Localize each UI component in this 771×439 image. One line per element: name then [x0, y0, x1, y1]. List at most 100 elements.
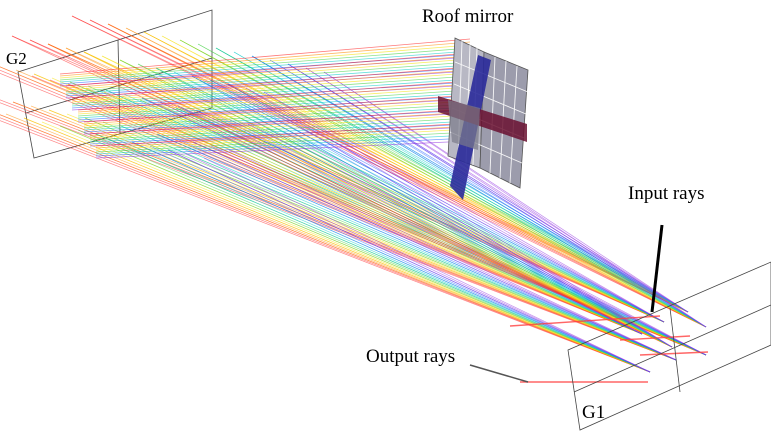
ray-segment — [173, 71, 673, 348]
ray-segment — [65, 47, 665, 323]
ray-segment — [0, 117, 651, 373]
ray-segment — [89, 114, 471, 139]
ray-segment — [95, 128, 471, 151]
ray-segment — [89, 111, 471, 137]
grating-g1-outline — [567, 261, 771, 431]
ray-segment — [179, 39, 689, 313]
ray-segment — [83, 109, 471, 133]
ray-segment — [120, 125, 677, 361]
ray-segment — [83, 94, 471, 123]
ray-segment — [95, 131, 471, 153]
ray-segment — [33, 73, 643, 335]
ray-segment — [0, 120, 651, 373]
ray-segment — [77, 86, 471, 115]
ray-segment — [119, 59, 673, 348]
ray-segment — [15, 69, 643, 335]
ray-segment — [287, 63, 707, 328]
ray-segment — [65, 64, 471, 95]
g2-label: G2 — [6, 49, 27, 68]
ray-segment — [77, 95, 471, 121]
ray-segment — [149, 145, 651, 373]
ray-segment — [83, 100, 471, 127]
ray-segment — [83, 51, 665, 323]
roof-mirror-dark-face — [448, 100, 480, 150]
ray-segment — [156, 133, 677, 361]
ray-segment — [211, 115, 707, 356]
ray-segment — [113, 137, 651, 373]
ray-segment — [65, 58, 471, 91]
ray-segment — [89, 108, 471, 135]
roof-mirror-label: Roof mirror — [422, 6, 514, 27]
ray-segment — [185, 153, 651, 373]
ray-segment — [71, 15, 707, 328]
ray-segment — [83, 106, 471, 131]
grating-g2-divider — [117, 39, 121, 135]
ray-segment — [71, 69, 471, 101]
ray-segment — [229, 119, 707, 356]
ray-segment — [29, 39, 673, 348]
ray-segment — [95, 134, 471, 155]
ray-segment — [71, 75, 471, 105]
ray-segment — [245, 87, 673, 348]
ray-segment — [155, 67, 673, 348]
ray-segment — [167, 149, 651, 373]
ray-segment — [41, 121, 651, 373]
ray-segment — [639, 351, 709, 356]
ray-segment — [251, 55, 707, 328]
ray-segment — [305, 67, 689, 313]
roof-mirror — [438, 37, 529, 200]
ray-segment — [77, 80, 471, 111]
ray-segment — [84, 117, 677, 361]
ray-segment — [65, 47, 673, 348]
output-rays-pointer — [469, 364, 529, 383]
ray-segment — [102, 121, 677, 361]
ray-segment — [23, 117, 651, 373]
ray-segment — [83, 103, 471, 129]
ray-segment — [59, 53, 471, 85]
ray-segment — [95, 122, 471, 147]
grating-g1-divider — [669, 307, 681, 393]
ray-segment — [77, 92, 471, 119]
ray-bundles — [0, 15, 709, 383]
ray-segment — [65, 61, 471, 93]
ray-segment — [59, 125, 651, 373]
ray-segment — [11, 35, 665, 323]
ray-segment — [138, 129, 677, 361]
ray-segment — [77, 83, 471, 113]
ray-segment — [89, 117, 471, 141]
ray-segment — [251, 55, 689, 313]
ray-segment — [95, 133, 651, 373]
ray-segment — [203, 157, 651, 373]
ray-segment — [59, 50, 471, 83]
ray-segment — [65, 67, 471, 97]
grating-g1 — [567, 261, 771, 431]
ray-segment — [59, 38, 471, 75]
ray-segment — [51, 77, 643, 335]
ray-segment — [65, 52, 471, 87]
ray-segment — [119, 59, 665, 323]
ray-segment — [161, 35, 707, 328]
ray-segment — [71, 66, 471, 99]
ray-segment — [77, 89, 471, 117]
ray-segment — [227, 83, 665, 323]
ray-segment — [509, 315, 661, 327]
ray-segment — [305, 67, 707, 328]
ray-segment — [71, 72, 471, 103]
input-rays-pointer — [650, 224, 664, 313]
annotations — [469, 224, 664, 383]
ray-segment — [192, 141, 677, 361]
ray-segment — [59, 44, 471, 79]
ray-segment — [174, 137, 677, 361]
ray-segment — [143, 31, 707, 328]
ray-segment — [89, 123, 471, 145]
ray-segment — [619, 335, 691, 341]
ray-segment — [59, 41, 471, 77]
ray-segment — [71, 81, 471, 109]
ray-segment — [101, 55, 665, 323]
output-rays-label: Output rays — [366, 346, 455, 367]
ray-segment — [228, 149, 677, 361]
ray-segment — [131, 141, 651, 373]
ray-segment — [269, 59, 707, 328]
